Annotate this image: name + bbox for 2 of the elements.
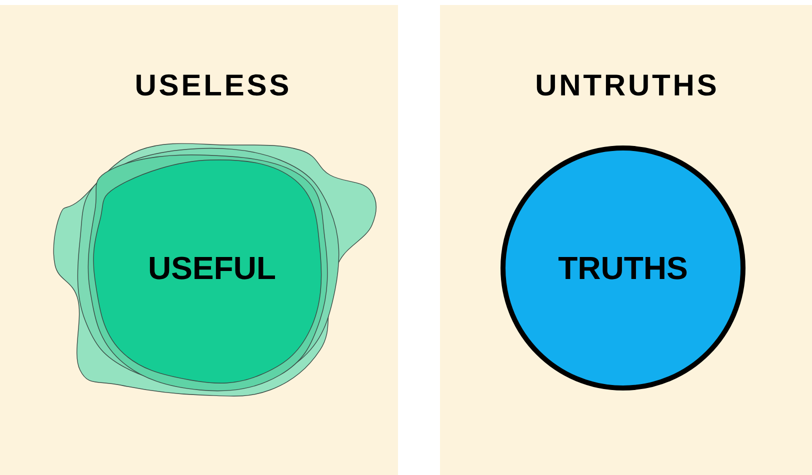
heading: USELESS — [136, 74, 288, 96]
heading: UNTRUTHS — [536, 74, 716, 96]
